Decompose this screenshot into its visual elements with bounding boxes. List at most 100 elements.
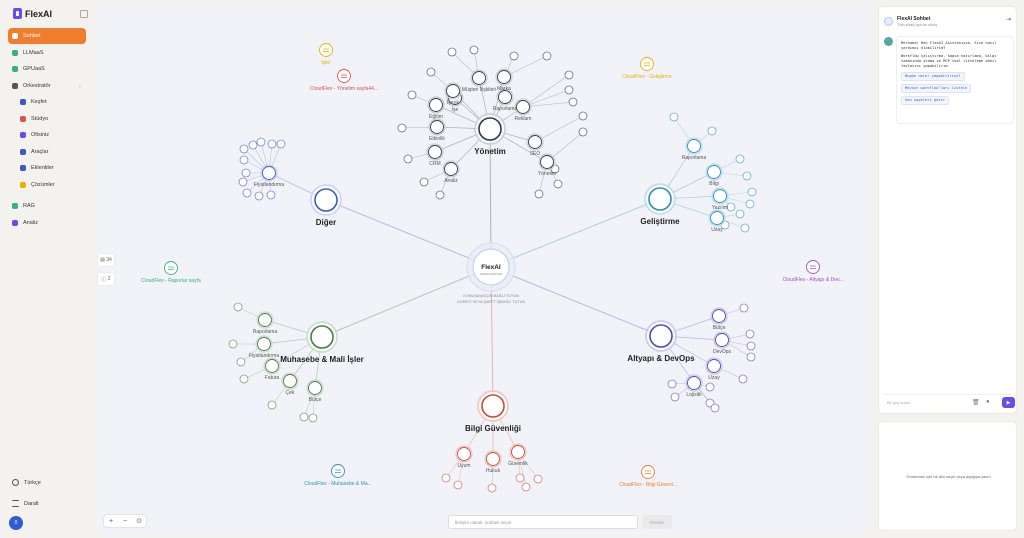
leaf-node[interactable] [469, 45, 479, 55]
sidebar-item-orkestratör[interactable]: Orkestratör⌄ [8, 78, 86, 94]
leaf-node[interactable] [745, 329, 755, 339]
sidebar-collapse-icon[interactable] [80, 10, 88, 18]
sub-node[interactable] [498, 90, 512, 104]
leaf-node[interactable] [509, 51, 519, 61]
leaf-node[interactable] [542, 51, 552, 61]
cloud-node[interactable] [641, 465, 655, 479]
leaf-node[interactable] [521, 482, 531, 492]
suggestion-button[interactable]: Son sayeleri getir [901, 96, 949, 105]
leaf-node[interactable] [299, 412, 309, 422]
user-avatar[interactable]: 0 [9, 516, 23, 530]
leaf-node[interactable] [236, 357, 246, 367]
app-logo[interactable]: FlexAI [13, 8, 52, 19]
collapse-chat-icon[interactable]: ⇥ [1005, 17, 1011, 23]
sub-node[interactable] [516, 100, 530, 114]
sub-node[interactable] [457, 447, 471, 461]
leaf-node[interactable] [441, 473, 451, 483]
sub-node[interactable] [707, 359, 721, 373]
sub-node[interactable] [707, 165, 721, 179]
leaf-node[interactable] [228, 339, 238, 349]
sidebar-item-gpuaas[interactable]: GPUaaS [8, 61, 86, 77]
sub-node[interactable] [262, 166, 276, 180]
leaf-node[interactable] [239, 144, 249, 154]
leaf-node[interactable] [746, 352, 756, 362]
leaf-node[interactable] [248, 140, 258, 150]
sub-node[interactable] [687, 139, 701, 153]
leaf-node[interactable] [534, 189, 544, 199]
sub-node[interactable] [429, 98, 443, 112]
sidebar-item-eklentiler[interactable]: Eklentiler [8, 160, 86, 176]
sidebar-item-ofisiniz[interactable]: Ofisiniz [8, 127, 86, 143]
zoom-out-button[interactable]: − [122, 517, 128, 525]
leaf-node[interactable] [254, 191, 264, 201]
cloud-node[interactable] [319, 43, 333, 57]
hub-node-muhasebe[interactable] [310, 325, 334, 349]
leaf-node[interactable] [739, 303, 749, 313]
sub-node[interactable] [715, 333, 729, 347]
cloud-node[interactable] [640, 57, 654, 71]
cloud-node[interactable] [806, 260, 820, 274]
leaf-node[interactable] [553, 179, 563, 189]
leaf-node[interactable] [241, 168, 251, 178]
leaf-node[interactable] [267, 139, 277, 149]
sub-node[interactable] [528, 135, 542, 149]
sub-node[interactable] [446, 84, 460, 98]
cloud-node[interactable] [331, 464, 345, 478]
leaf-node[interactable] [267, 400, 277, 410]
chevron-down-icon[interactable]: ⌄ [77, 82, 82, 89]
sub-node[interactable] [540, 155, 554, 169]
info-count-button[interactable]: ⓘ 2 [97, 272, 115, 286]
leaf-node[interactable] [742, 171, 752, 181]
sidebar-item-sohbet[interactable]: Sohbet [8, 28, 86, 44]
sub-node[interactable] [258, 313, 272, 327]
leaf-node[interactable] [426, 67, 436, 77]
leaf-node[interactable] [710, 403, 720, 413]
leaf-node[interactable] [453, 480, 463, 490]
leaf-node[interactable] [578, 111, 588, 121]
sub-node[interactable] [472, 71, 486, 85]
microphone-icon[interactable]: ● [986, 399, 990, 405]
cloud-node[interactable] [337, 69, 351, 83]
hub-node-diger[interactable] [314, 188, 338, 212]
leaf-node[interactable] [670, 392, 680, 402]
chat-input[interactable]: Bir şey sorun... 🗑 ● ▶ [884, 394, 1015, 409]
leaf-node[interactable] [447, 47, 457, 57]
leaf-node[interactable] [740, 223, 750, 233]
leaf-node[interactable] [578, 127, 588, 137]
leaf-node[interactable] [233, 302, 243, 312]
leaf-node[interactable] [568, 97, 578, 107]
leaf-node[interactable] [308, 413, 318, 423]
sub-node[interactable] [486, 452, 500, 466]
send-button[interactable]: ▶ [1002, 397, 1015, 408]
sub-node[interactable] [428, 145, 442, 159]
leaf-node[interactable] [705, 382, 715, 392]
leaf-node[interactable] [738, 374, 748, 384]
leaf-node[interactable] [533, 474, 543, 484]
leaf-node[interactable] [735, 154, 745, 164]
leaf-node[interactable] [487, 483, 497, 493]
sub-node[interactable] [444, 162, 458, 176]
leaf-node[interactable] [266, 190, 276, 200]
collapse-button[interactable]: Daralt [12, 500, 39, 507]
hub-node-altyapi[interactable] [649, 324, 673, 348]
leaf-node[interactable] [238, 177, 248, 187]
sub-node[interactable] [265, 359, 279, 373]
sidebar-item-stüdyo[interactable]: Stüdyo [8, 111, 86, 127]
sidebar-item-keşfet[interactable]: Keşfet [8, 94, 86, 110]
hub-node-gelistirme[interactable] [648, 187, 672, 211]
leaf-node[interactable] [435, 190, 445, 200]
leaf-node[interactable] [515, 473, 525, 483]
sidebar-item-analiz[interactable]: Analiz [8, 215, 86, 231]
leaf-node[interactable] [746, 341, 756, 351]
canvas-prompt-input[interactable]: İletişim olarak, sohbeti seçin [448, 515, 638, 529]
layers-count-button[interactable]: ▤ 34 [97, 253, 115, 267]
agent-graph[interactable]: İşeEğitimEtkinlikCRMAnalizYönetimSEORekl… [97, 4, 870, 534]
sub-node[interactable] [257, 337, 271, 351]
leaf-node[interactable] [256, 137, 266, 147]
sub-node[interactable] [308, 381, 322, 395]
leaf-node[interactable] [419, 177, 429, 187]
leaf-node[interactable] [564, 85, 574, 95]
leaf-node[interactable] [242, 188, 252, 198]
leaf-node[interactable] [239, 155, 249, 165]
